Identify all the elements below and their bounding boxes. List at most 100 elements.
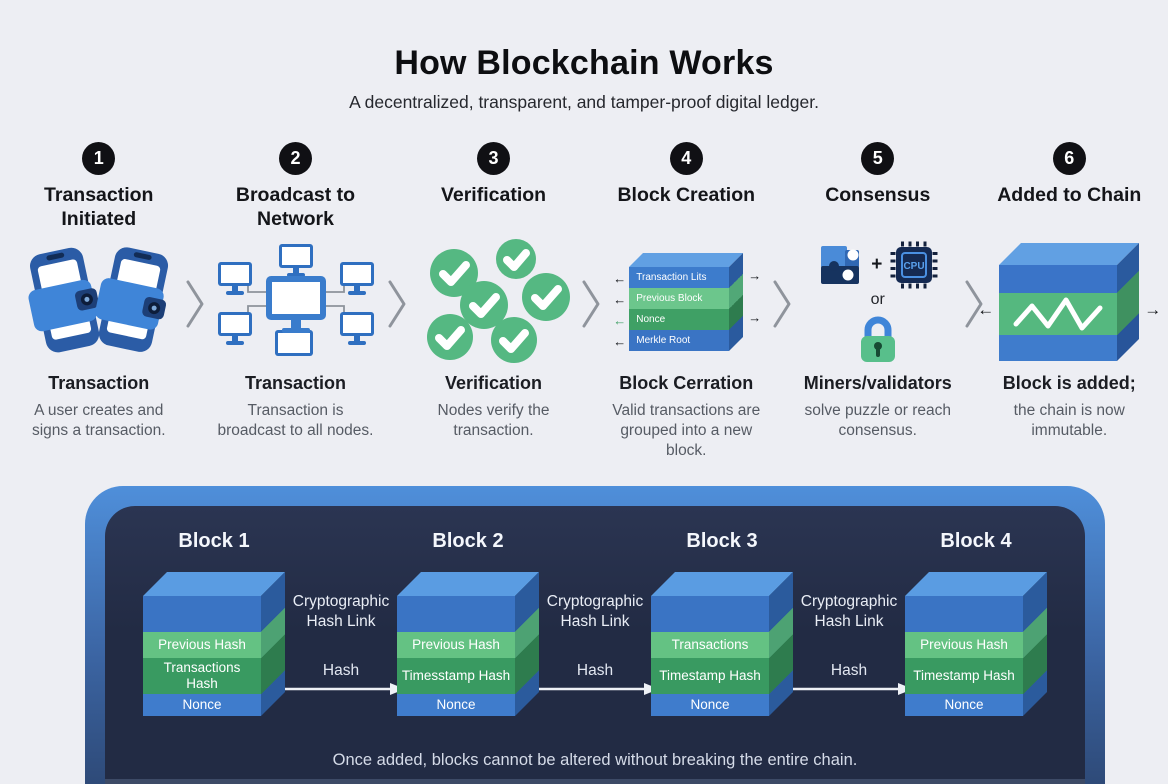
- block-2: Block 2 Previous Hash Timesstamp Hash No…: [393, 530, 543, 716]
- arrow-left-icon: ←: [613, 292, 627, 307]
- step-verification: 3 Verification: [410, 142, 578, 461]
- panel-footer-note: Once added, blocks cannot be altered wit…: [332, 751, 858, 769]
- caption-body: A user creates and signs a transaction.: [31, 402, 166, 440]
- caption-title: Block is added;: [1002, 373, 1136, 393]
- hash-arrow-icon: [532, 682, 659, 695]
- step-title: Block Creation: [617, 184, 756, 206]
- cube-front-face: Transactions Timestamp Hash Nonce: [651, 596, 769, 716]
- block-title: Block 2: [432, 530, 504, 552]
- hash-label: Hash: [830, 661, 868, 679]
- cube-side-face: [515, 572, 539, 716]
- block-layer-label: Nonce: [651, 694, 769, 716]
- arrow-right-icon: →: [748, 268, 762, 283]
- chevron-right-icon: [578, 142, 604, 461]
- caption-body: Nodes verify the transaction.: [437, 402, 550, 440]
- step-title: Transaction Initiated: [44, 184, 154, 231]
- or-label: or: [870, 290, 885, 308]
- chevron-right-icon: [961, 142, 987, 461]
- hash-link-2: Cryptographic Hash Link Hash: [532, 530, 659, 716]
- checkmarks-icon: [410, 237, 578, 367]
- block-3: Block 3 Transactions Timestamp Hash Nonc…: [647, 530, 797, 716]
- step-number-badge: 5: [861, 142, 895, 175]
- block-layer-label: Transaction Lits: [629, 267, 730, 288]
- block-layer-label: Nonce: [143, 694, 261, 716]
- block-layer-label: Nonce: [397, 694, 515, 716]
- padlock-icon: [860, 316, 895, 362]
- block-layer-label: Timestamp Hash: [905, 658, 1023, 694]
- step-title: Broadcast to Network: [235, 184, 356, 231]
- cube-front-face: Transaction Lits Previous Block Nonce Me…: [629, 267, 730, 351]
- caption-body: the chain is now immutable.: [1013, 402, 1125, 440]
- block-layer-label: Previous Hash: [397, 632, 515, 658]
- block-4: Block 4 Previous Hash Timestamp Hash Non…: [901, 530, 1051, 716]
- caption-body: solve puzzle or reach consensus.: [804, 402, 951, 440]
- caption-title: Transaction: [48, 373, 150, 393]
- crypto-hash-link-label: Cryptographic Hash Link: [800, 593, 898, 630]
- crypto-hash-link-label: Cryptographic Hash Link: [292, 593, 390, 630]
- block-layer-label: Transactions Hash: [143, 658, 261, 694]
- arrow-right-icon: →: [748, 310, 762, 325]
- step-number-badge: 1: [82, 142, 116, 175]
- block-layers-icon: Transaction Lits Previous Block Nonce Me…: [604, 237, 770, 367]
- chain-row: Block 1 Previous Hash Transactions Hash …: [139, 530, 1051, 716]
- block-layer-label: Previous Hash: [905, 632, 1023, 658]
- wallet-phones-icon: [16, 237, 182, 367]
- chevron-right-icon: [182, 142, 208, 461]
- chained-block-icon: ← →: [977, 237, 1161, 367]
- puzzle-icon: [821, 245, 860, 284]
- cube-top-face: [999, 243, 1140, 265]
- arrow-left-icon: ←: [613, 271, 627, 286]
- cube-front-face: [999, 265, 1118, 361]
- chevron-right-icon: [769, 142, 795, 461]
- cube-side-face: [729, 253, 744, 351]
- step-transaction-initiated: 1 Transaction Initiated: [16, 142, 182, 461]
- block-layer-label: Timestamp Hash: [651, 658, 769, 694]
- cube-side-face: [1117, 243, 1140, 361]
- caption-title: Block Cerration: [619, 373, 754, 393]
- caption-title: Miners/validators: [803, 373, 952, 393]
- blockchain-panel: Block 1 Previous Hash Transactions Hash …: [105, 506, 1085, 784]
- hash-link-3: Cryptographic Hash Link Hash: [786, 530, 913, 716]
- arrow-right-icon: →: [1144, 300, 1162, 319]
- hash-arrow-icon: [278, 682, 405, 695]
- step-consensus: 5 Consensus +: [795, 142, 961, 461]
- caption-title: Verification: [444, 373, 543, 393]
- panel-bottom-strip: [105, 779, 1085, 784]
- block-layer-label: Nonce: [905, 694, 1023, 716]
- caption-body: Valid transactions are grouped into a ne…: [612, 402, 761, 460]
- block-layer-label: Merkle Root: [629, 330, 730, 351]
- block-layer-label: Previous Block: [629, 288, 730, 309]
- block-cube: Previous Hash Timesstamp Hash Nonce: [397, 572, 539, 716]
- chevron-right-icon: [384, 142, 410, 461]
- step-title: Added to Chain: [997, 184, 1142, 206]
- hash-label: Hash: [322, 661, 360, 679]
- page-subtitle: A decentralized, transparent, and tamper…: [349, 92, 819, 112]
- arrow-left-icon: ←: [977, 300, 995, 319]
- cpu-icon: CPU: [890, 241, 938, 288]
- block-cube: Previous Hash Timestamp Hash Nonce: [905, 572, 1047, 716]
- block-layer-label: Timesstamp Hash: [397, 658, 515, 694]
- crypto-hash-link-label: Cryptographic Hash Link: [546, 593, 644, 630]
- block-title: Block 1: [178, 530, 250, 552]
- block-1: Block 1 Previous Hash Transactions Hash …: [139, 530, 289, 716]
- caption-title: Transaction: [244, 373, 347, 393]
- block-title: Block 4: [940, 530, 1012, 552]
- block-cube: Previous Hash Transactions Hash Nonce: [143, 572, 285, 716]
- mini-block-cube: Transaction Lits Previous Block Nonce Me…: [613, 253, 761, 351]
- block-cube: Transactions Timestamp Hash Nonce: [651, 572, 793, 716]
- step-broadcast-to-network: 2 Broadcast to Network: [208, 142, 384, 461]
- block-layer-label: Previous Hash: [143, 632, 261, 658]
- step-title: Verification: [440, 184, 547, 206]
- step-number-badge: 4: [669, 142, 703, 175]
- waveform-icon: [999, 293, 1118, 335]
- step-number-badge: 2: [279, 142, 312, 175]
- header: How Blockchain Works A decentralized, tr…: [0, 0, 1168, 113]
- block-layer-label: Nonce: [629, 309, 730, 330]
- cube-front-face: Previous Hash Timesstamp Hash Nonce: [397, 596, 515, 716]
- step-number-badge: 3: [477, 142, 510, 175]
- plus-sign: +: [871, 253, 883, 275]
- steps-row: 1 Transaction Initiated: [16, 142, 1161, 461]
- step-number-badge: 6: [1052, 142, 1086, 175]
- cube-side-face: [1023, 572, 1047, 716]
- cube-side-face: [261, 572, 285, 716]
